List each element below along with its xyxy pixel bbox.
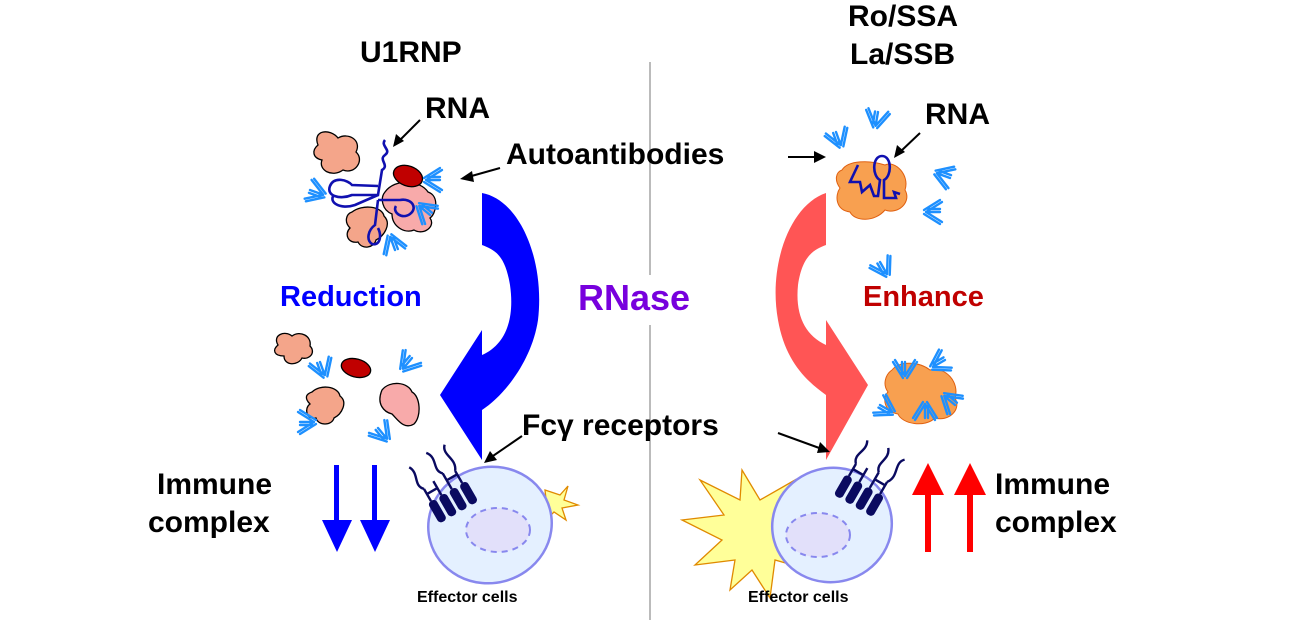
antibody-icon [922,198,944,226]
right-immune-complex-line2: complex [995,506,1117,539]
antibody-icon [302,176,331,208]
antibody-icon [422,166,444,194]
cell-nucleus [465,507,531,553]
left-panel-title: U1RNP [360,36,462,69]
protein-blob [345,206,388,248]
antibody-icon [867,253,900,284]
enhance-curved-arrow [775,193,868,460]
reduction-label: Reduction [280,281,422,313]
antibody-icon [306,354,338,383]
protein-blob [379,382,420,427]
left-immune-complex-line2: complex [148,506,270,539]
autoantibodies-arrowhead-right [814,151,826,163]
right-rna-label: RNA [925,98,990,131]
left-immune-complex-line1: Immune [157,468,273,501]
rna-strand [328,139,415,246]
fc-gamma-receptors [408,444,477,523]
protein-blob [305,386,345,425]
reduction-curved-arrow [440,193,540,460]
fc-gamma-receptors [834,440,906,516]
protein-blob [273,332,314,365]
autoantibodies-pointer-left [467,167,501,178]
rnase-label: RNase [578,277,691,318]
protein-red-oval [340,357,372,379]
enhance-label: Enhance [863,281,984,313]
antibody-icon [822,124,854,153]
fc-receptors-arrowhead-right [817,442,830,453]
antibody-icon [929,160,958,192]
rna-pointer-arrowhead [393,134,404,147]
rna-pointer-arrow [899,132,921,153]
immune-complex-up-arrows [912,463,986,552]
protein-red-oval [392,164,424,188]
antibody-icon [366,417,399,450]
fc-receptors-arrowhead-left [484,451,497,463]
left-effector-cells-label: Effector cells [417,589,518,606]
rna-pointer-arrowhead [894,145,905,158]
left-rna-label: RNA [425,92,490,125]
rna-strand [847,154,901,200]
immune-complex-down-arrows [322,465,390,552]
right-panel-title-line1: Ro/SSA [848,0,959,33]
antibody-icon [391,347,424,380]
fc-receptors-pointer-right [777,432,823,450]
autoantibodies-label: Autoantibodies [506,138,725,171]
antibody-icon [862,106,892,132]
right-panel-title-line2: La/SSB [850,38,956,71]
right-effector-cells-label: Effector cells [748,589,849,606]
protein-blob [313,131,361,174]
rna-pointer-arrow [397,119,421,143]
fc-gamma-receptors-label: Fcγ receptors [522,409,719,442]
autoantibodies-arrowhead-left [460,171,474,182]
fc-receptors-pointer-left [489,435,523,459]
right-immune-complex-line1: Immune [995,468,1111,501]
cell-nucleus [785,512,851,558]
